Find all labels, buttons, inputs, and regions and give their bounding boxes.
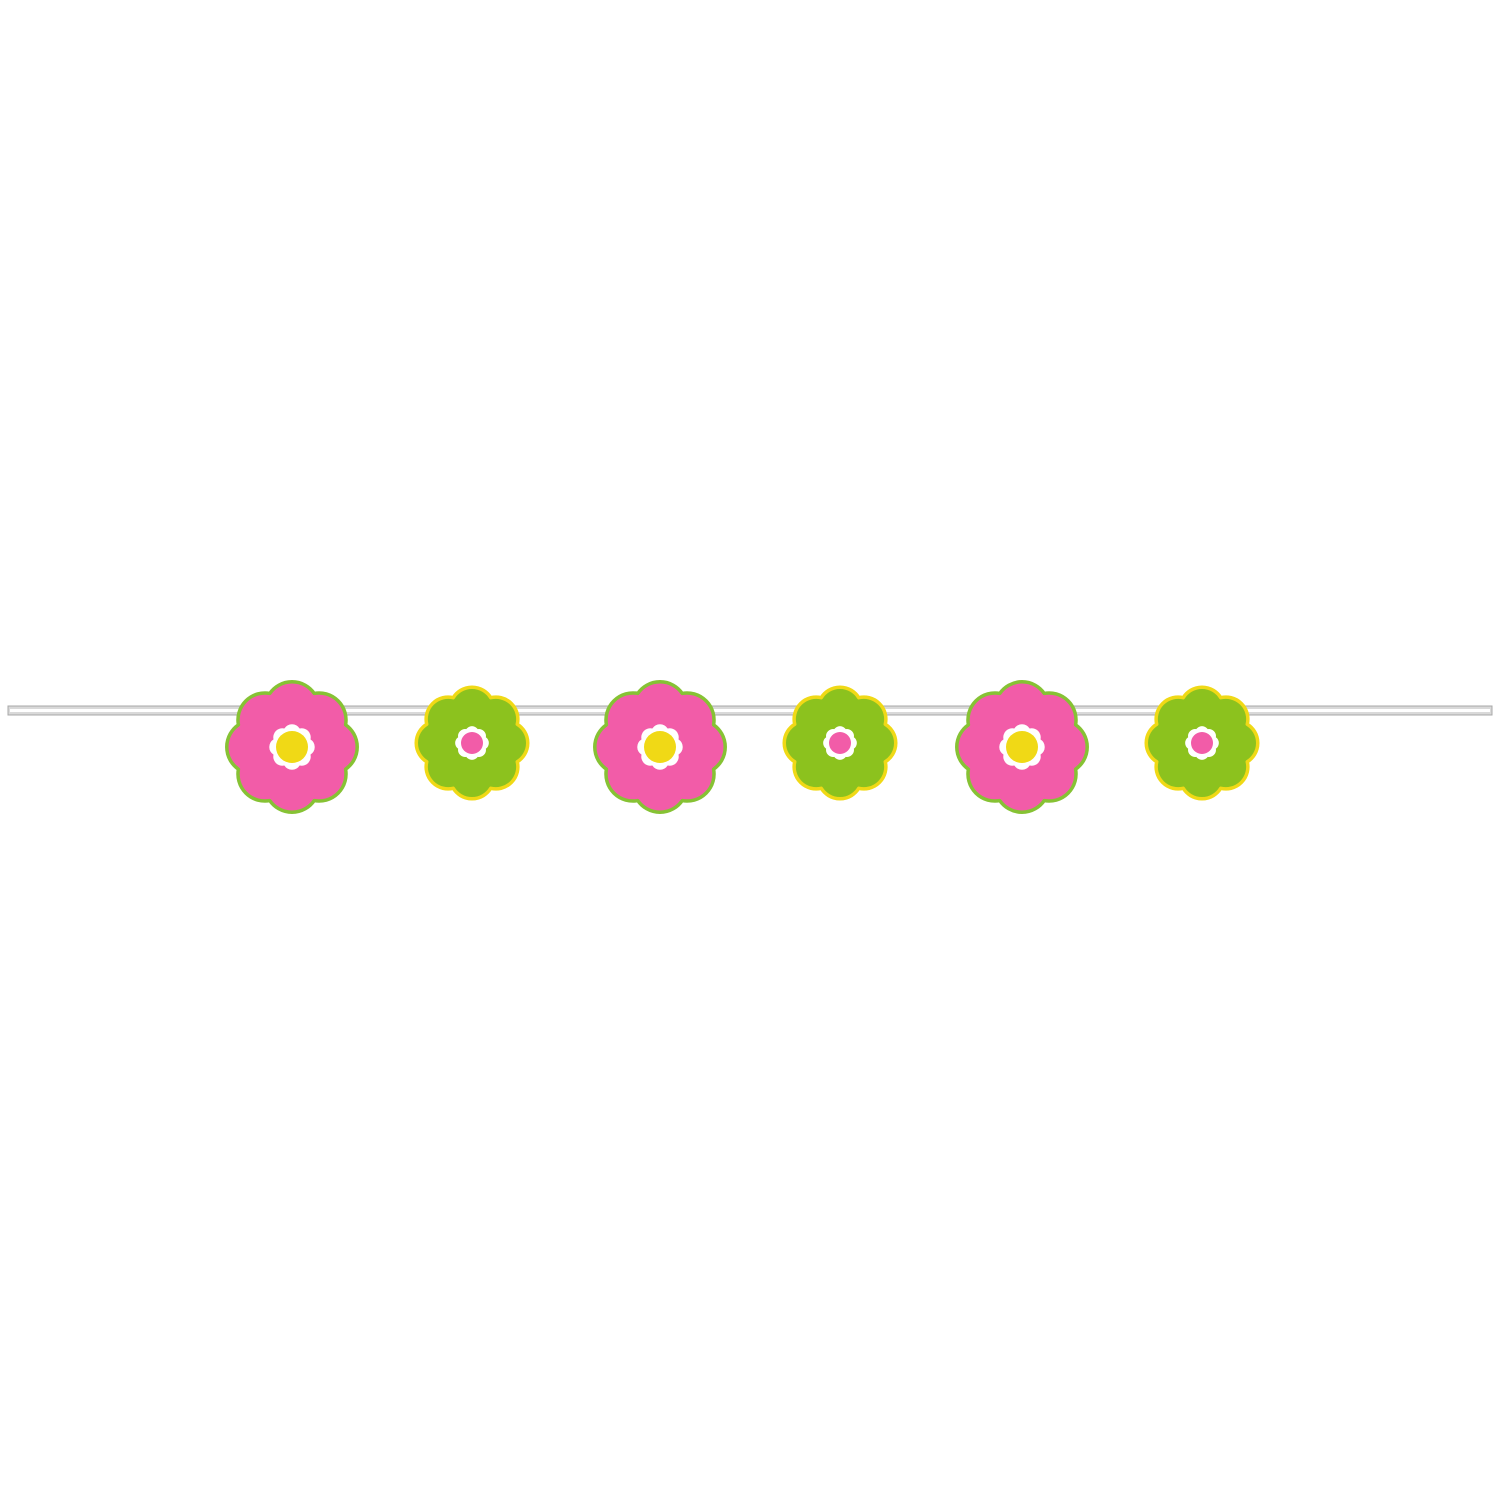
flower-icon	[225, 680, 359, 814]
flower-row	[225, 680, 1260, 814]
flower-icon	[1144, 685, 1260, 801]
garland-string	[7, 705, 1493, 716]
string-highlight	[10, 709, 1490, 712]
flower-icon	[414, 685, 530, 801]
flower-center	[829, 732, 851, 754]
flower-center	[644, 731, 676, 763]
flower-icon	[955, 680, 1089, 814]
flower-center	[276, 731, 308, 763]
flower-center	[1006, 731, 1038, 763]
flower-center	[1191, 732, 1213, 754]
flower-center	[461, 732, 483, 754]
flower-icon	[593, 680, 727, 814]
flower-icon	[782, 685, 898, 801]
